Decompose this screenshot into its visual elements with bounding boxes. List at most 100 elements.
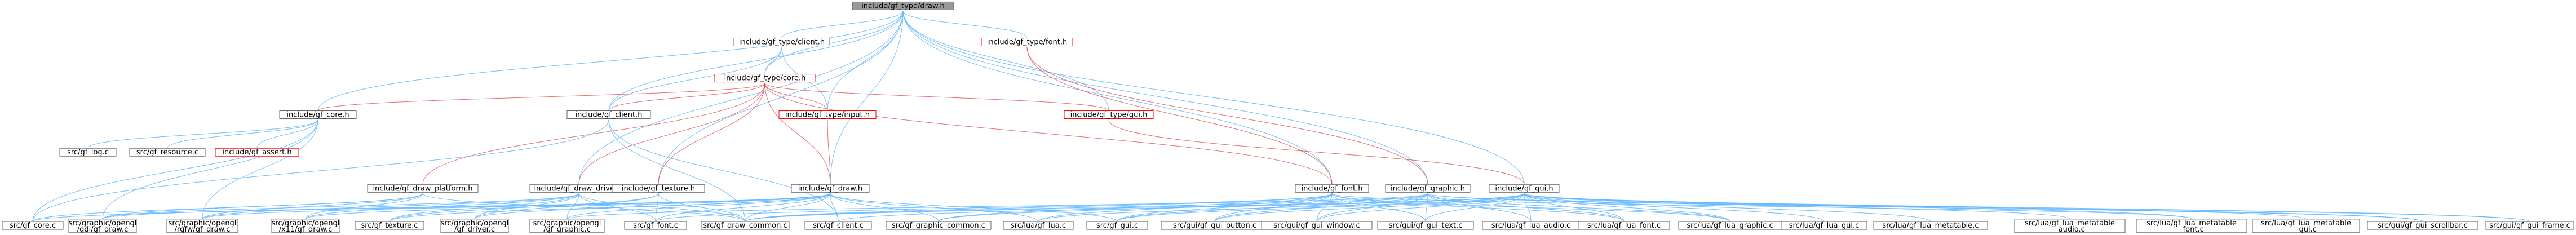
node-box: [778, 110, 877, 119]
edge-draw_driver_h-to-s_draw_common: [578, 193, 746, 222]
node-label: /x11/gf_draw.c: [279, 225, 333, 234]
node-box: [1003, 221, 1074, 230]
edge-texture_h-to-s_font: [655, 193, 659, 222]
node-box: [129, 148, 206, 157]
node-label: src/lua/gf_lua_font.c: [1587, 221, 1661, 230]
edge-gf_graphic_h-to-s_gui_text: [1425, 193, 1428, 222]
node-s-lua-audio[interactable]: src/lua/gf_lua_audio.c: [1482, 221, 1580, 230]
node-draw-driver-h[interactable]: include/gf_draw_driver.h: [529, 184, 628, 193]
node-label: /gf_driver.c: [454, 225, 495, 234]
node-gf-client-h[interactable]: include/gf_client.h: [566, 110, 651, 119]
edge-gf_gui_h-to-s_gui_frame: [1524, 193, 2530, 222]
node-s-x11[interactable]: src/graphic/opengl/x11/gf_draw.c: [271, 219, 340, 234]
node-s-lua-gui[interactable]: src/lua/gf_lua_gui.c: [1781, 221, 1867, 230]
node-gf-log[interactable]: src/gf_log.c: [59, 148, 117, 157]
node-s-lua-font[interactable]: src/lua/gf_lua_font.c: [1578, 221, 1670, 230]
edge-draw_h-to-input_t: [827, 11, 904, 111]
node-label: src/gf_core.c: [10, 221, 56, 230]
edge-gf_gui_h-to-s_lua_meta: [1524, 193, 1931, 222]
edge-gf_graphic_h-to-s_lua_audio: [1427, 193, 1532, 222]
edge-gf_core_h-to-s_core: [32, 119, 318, 222]
node-gf-gui-h[interactable]: include/gf_gui.h: [1489, 184, 1560, 193]
edge-draw_h-to-gf_client_h: [608, 11, 904, 111]
node-box: [440, 219, 509, 233]
node-box: [1295, 184, 1369, 193]
edge-core_t-to-draw_platform_h: [422, 83, 765, 185]
node-client-h[interactable]: include/gf_type/client.h: [733, 38, 830, 47]
edge-gf_core_h-to-s_rgfw: [202, 119, 318, 219]
node-gf-core-h[interactable]: include/gf_core.h: [279, 110, 357, 119]
edge-font_t-to-gf_font_h: [1026, 47, 1333, 185]
node-label: src/gui/gf_gui_frame.c: [2489, 221, 2570, 230]
edge-gf_draw_h-to-s_core: [32, 193, 831, 222]
node-s-gui-frame[interactable]: src/gui/gf_gui_frame.c: [2485, 221, 2574, 230]
node-gf-resource[interactable]: src/gf_resource.c: [129, 148, 206, 157]
edge-gf_font_h-to-s_draw_common: [745, 193, 1333, 222]
node-s-gui-scrollbar[interactable]: src/gui/gf_gui_scrollbar.c: [2367, 221, 2478, 230]
edge-gf_core_h-to-gf_log: [87, 119, 318, 149]
node-label: include/gf_gui.h: [1495, 184, 1553, 193]
edge-gf_client_h-to-s_draw_common: [608, 119, 746, 222]
edge-core_t-to-texture_h: [658, 83, 765, 185]
node-label: include/gf_type/font.h: [987, 38, 1067, 47]
edge-gf_draw_h-to-s_draw_common: [745, 193, 831, 222]
node-label: src/gui/gf_gui_window.c: [1273, 221, 1360, 230]
node-s-lua-graphic[interactable]: src/lua/gf_lua_graphic.c: [1678, 221, 1782, 230]
node-s-gui-window[interactable]: src/gui/gf_gui_window.c: [1261, 221, 1373, 230]
node-gf-font-h[interactable]: include/gf_font.h: [1295, 184, 1369, 193]
node-s-lua-meta-audio[interactable]: src/lua/gf_lua_metatable_audio.c: [2014, 219, 2126, 234]
node-label: src/lua/gf_lua_gui.c: [1789, 221, 1860, 230]
node-gf-draw-h[interactable]: include/gf_draw.h: [791, 184, 870, 193]
node-s-texture[interactable]: src/gf_texture.c: [355, 221, 424, 230]
node-label: src/lua/gf_lua_metatable: [2025, 219, 2115, 228]
node-box: [804, 221, 872, 230]
node-label: include/gf_font.h: [1301, 184, 1362, 193]
edge-gf_gui_h-to-s_gui_scrollbar: [1524, 193, 2423, 222]
node-core-t[interactable]: include/gf_type/core.h: [714, 74, 816, 83]
node-s-graphic-common[interactable]: src/gf_graphic_common.c: [886, 221, 992, 230]
node-input-t[interactable]: include/gf_type/input.h: [778, 110, 877, 119]
node-draw-h[interactable]: include/gf_type/draw.h: [852, 1, 954, 10]
node-s-draw-common[interactable]: src/gf_draw_common.c: [701, 221, 790, 230]
node-draw-platform-h[interactable]: include/gf_draw_platform.h: [367, 184, 479, 193]
node-box: [271, 219, 340, 233]
node-s-gui[interactable]: src/gf_gui.c: [1086, 221, 1148, 230]
node-label: src/gf_client.c: [813, 221, 864, 230]
node-gf-graphic-h[interactable]: include/gf_graphic.h: [1385, 184, 1471, 193]
node-s-gui-text[interactable]: src/gui/gf_gui_text.c: [1377, 221, 1474, 230]
node-gf-assert[interactable]: include/gf_assert.h: [215, 148, 299, 157]
node-s-font[interactable]: src/gf_font.c: [624, 221, 687, 230]
edge-core_t-to-gf_core_h: [317, 83, 765, 111]
node-label: src/lua/gf_lua_audio.c: [1491, 221, 1570, 230]
node-box: [2367, 221, 2478, 230]
edge-client_h-to-gf_client_h: [608, 47, 782, 111]
node-gui-t[interactable]: include/gf_type/gui.h: [1064, 110, 1154, 119]
node-s-lua-meta-font[interactable]: src/lua/gf_lua_metatable_font.c: [2136, 219, 2247, 234]
node-s-lua-meta[interactable]: src/lua/gf_lua_metatable.c: [1873, 221, 1988, 230]
node-s-graphic-gl[interactable]: src/graphic/opengl/gf_graphic.c: [529, 219, 605, 234]
node-box: [714, 74, 816, 83]
node-s-lua-meta-gui[interactable]: src/lua/gf_lua_metatable_gui.c: [2252, 219, 2360, 234]
node-s-gdi[interactable]: src/graphic/opengl/gdi/gf_draw.c: [68, 219, 137, 234]
node-label: /rgfw/gf_draw.c: [175, 225, 231, 234]
node-s-lua[interactable]: src/lua/gf_lua.c: [1003, 221, 1074, 230]
edge-gf_gui_h-to-s_draw_common: [745, 193, 1525, 222]
edge-gui_t-to-gf_gui_h: [1108, 119, 1525, 185]
edge-gf_gui_h-to-s_lua_meta_font: [1524, 193, 2192, 220]
node-box: [1489, 184, 1560, 193]
node-box: [852, 1, 954, 10]
node-s-gui-button[interactable]: src/gui/gf_gui_button.c: [1161, 221, 1269, 230]
node-box: [1781, 221, 1867, 230]
node-s-core[interactable]: src/gf_core.c: [2, 221, 64, 230]
node-box: [701, 221, 790, 230]
node-box: [279, 110, 357, 119]
edge-gf_gui_h-to-s_lua_audio: [1524, 193, 1532, 222]
node-s-rgfw[interactable]: src/graphic/opengl/rgfw/gf_draw.c: [166, 219, 238, 234]
node-texture-h[interactable]: include/gf_texture.h: [612, 184, 705, 193]
node-s-client[interactable]: src/gf_client.c: [804, 221, 872, 230]
node-s-driver[interactable]: src/graphic/opengl/gf_driver.c: [440, 219, 509, 234]
edge-gf_gui_h-to-s_lua_font: [1524, 193, 1625, 222]
node-label: src/gf_gui.c: [1096, 221, 1138, 230]
node-font-t[interactable]: include/gf_type/font.h: [981, 38, 1073, 47]
